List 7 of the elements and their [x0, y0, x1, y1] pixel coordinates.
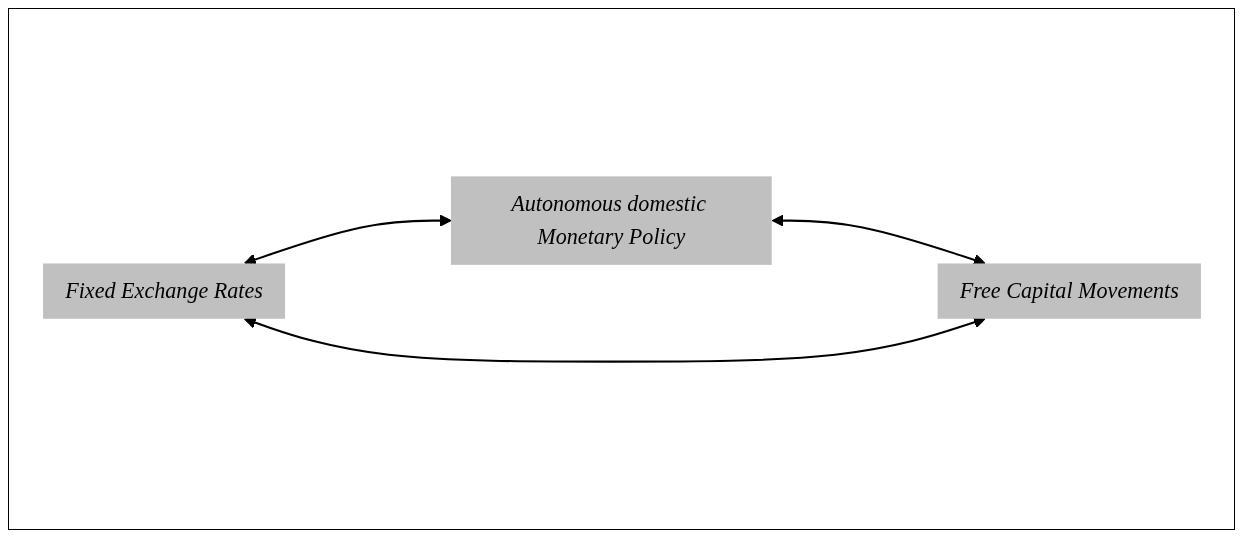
arrow [243, 214, 451, 266]
arrow [243, 316, 986, 363]
node-box [937, 263, 1201, 319]
node-box [42, 263, 285, 319]
node-box [450, 176, 772, 265]
arrow [771, 214, 986, 266]
frame-border: Autonomous domestic Monetary Policy Fixed Exchange Rates Free Capital Movements [8, 8, 1235, 530]
